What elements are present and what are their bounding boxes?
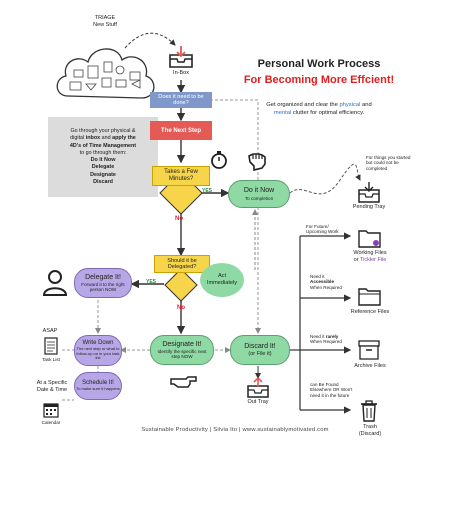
inbox-icon <box>168 45 194 69</box>
calendar-icon <box>43 402 59 418</box>
need-accessible-note: Need it Accessible When Required <box>310 274 342 290</box>
intro-text: Get organized and clear the physical and… <box>266 102 372 116</box>
fist-icon <box>245 148 269 172</box>
tickler-label: or Tickler File <box>353 257 387 263</box>
pointing-hand-icon <box>170 372 198 392</box>
next-step-box: The Next Step <box>150 121 212 140</box>
yes-label-1: YES <box>202 188 213 194</box>
triage-instructions <box>48 117 158 197</box>
archive-files-icon <box>358 340 380 360</box>
triage-cloud <box>52 32 158 114</box>
takes-few-minutes-label: Takes a Few Minutes? <box>152 166 210 186</box>
four-d-designate: Designate <box>90 171 116 178</box>
page-subtitle: For Becoming More Effcient! <box>243 74 395 86</box>
reference-files-label: Reference Files <box>350 309 390 315</box>
task-list-label: Task List <box>42 357 60 362</box>
schedule-it-box: Schedule It! To make sure it happens <box>74 372 122 400</box>
asap-label: ASAP <box>42 328 58 334</box>
four-d-do: Do it Now <box>90 157 116 164</box>
pending-tray-label: Pending Tray <box>352 204 386 210</box>
should-delegate-diamond <box>164 268 198 302</box>
yes-label-2: YES <box>146 279 157 285</box>
found-elsewhere-note: can Be Found Elsewhere OR Won't need it … <box>310 382 353 398</box>
delegate-it-box: Delegate It! Forward it to the right per… <box>74 268 132 298</box>
four-d-discard: Discard <box>93 179 113 186</box>
reference-files-icon <box>358 286 382 306</box>
triage-description: Go through your physical & digital inbox… <box>48 128 158 186</box>
triage-title: TRIAGE New Stuff <box>93 15 117 28</box>
out-tray-icon <box>247 378 269 398</box>
footer-credit: Sustainable Productivity | Silvia Ito | … <box>141 427 329 433</box>
should-delegate-label: Should it be Delegated? <box>154 255 210 273</box>
person-icon <box>42 268 68 296</box>
no-label-2: No <box>177 305 185 311</box>
out-tray-label: Out Tray <box>247 399 269 405</box>
four-d-delegate: Delegate <box>91 164 115 171</box>
calendar-label: Calendar <box>41 420 61 425</box>
specific-date-label: At a Specific Date & Time <box>36 380 68 393</box>
stopwatch-icon <box>210 150 228 170</box>
future-work-note: For Future/ Upcoming Work <box>306 224 339 235</box>
page-title: Personal Work Process <box>257 58 381 70</box>
need-rarely-note: Need it rarely When Required <box>310 334 342 345</box>
trash-icon <box>360 400 378 422</box>
no-label-1: No <box>175 216 183 222</box>
does-it-need-box: Does it need to be done? <box>150 92 212 108</box>
do-it-now-box: Do it Now To completion <box>228 180 290 208</box>
working-files-icon <box>358 228 382 248</box>
pending-tray-icon <box>358 181 380 203</box>
act-immediately-circle: Act Immediately <box>200 263 244 297</box>
discard-it-box: Discard It! (or File it) <box>230 335 290 365</box>
task-list-icon <box>44 337 58 355</box>
write-down-box: Write Down The next step or what to foll… <box>74 335 122 366</box>
working-files-label: Working Files <box>353 250 387 256</box>
pending-note: For things you started but could not be … <box>366 155 411 171</box>
designate-it-box: Designate It! Identify the specific next… <box>150 335 214 365</box>
trash-label: Trash (Discard) <box>358 424 382 437</box>
archive-files-label: Archive Files <box>354 363 386 369</box>
inbox-label: In-Box <box>173 70 189 76</box>
